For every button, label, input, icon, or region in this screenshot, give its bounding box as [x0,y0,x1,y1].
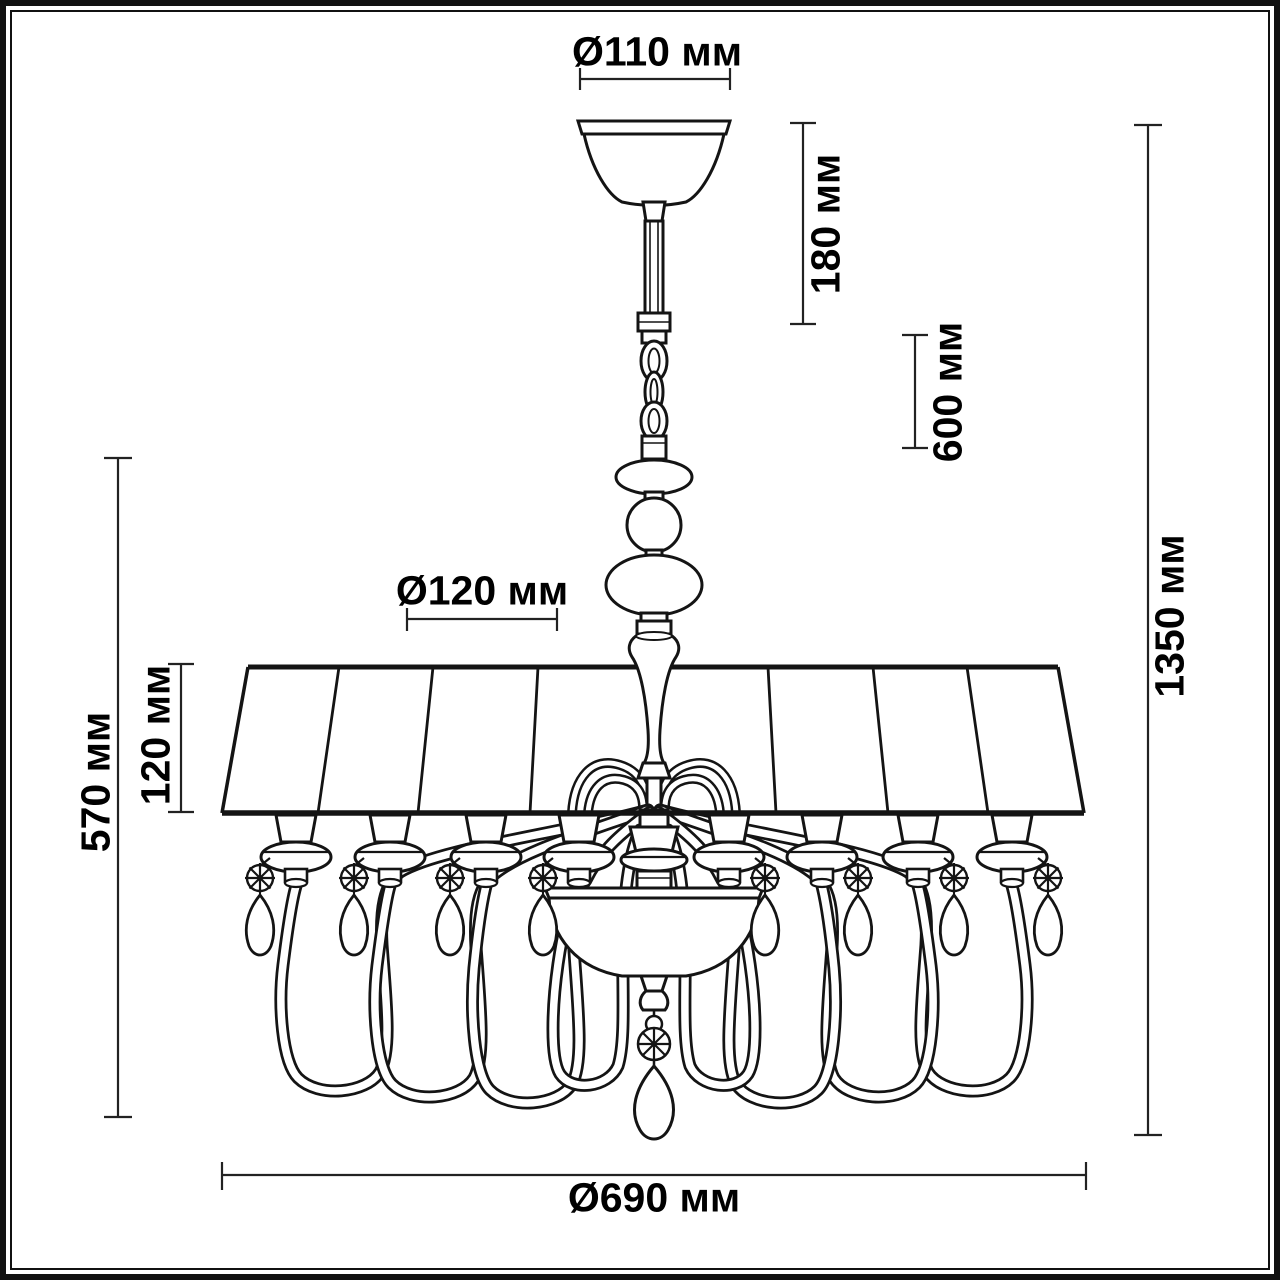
dimension-label-shade-top-diameter: Ø120 мм [395,567,569,614]
ceiling-canopy [575,119,733,136]
centre-bobeche [619,847,689,873]
suspension-rod [643,219,665,315]
dimension-label-overall-diameter: Ø690 мм [567,1174,741,1221]
suspension-and-column [575,119,733,814]
dimension-label-chain-section: 600 мм [924,321,971,463]
candle-unit [527,813,616,957]
shade-pleat-lines [316,666,990,814]
dimension-line-shade-height [168,662,194,814]
baluster-vase [627,634,681,765]
layer-arcs [567,758,741,818]
baluster-flat-ball [604,553,704,617]
candle-unit [244,813,333,957]
dimension-label-top-suspension: 180 мм [802,153,849,295]
candle-unit [975,813,1064,957]
candle-unit [434,813,523,957]
dimension-line-top-suspension [790,121,816,326]
chain-links [639,339,669,442]
canopy-bell [582,132,726,207]
baluster-ball [625,496,683,554]
candle-unit [785,813,874,957]
chain-socket [640,434,668,461]
candle-unit [338,813,427,957]
centre-finial [633,974,675,1141]
dimension-line-shade-top-diameter [405,608,559,631]
dimension-line-overall-height [1134,123,1162,1137]
centre-bowl-assembly [542,808,766,978]
dimension-line-canopy-diameter [578,68,732,90]
finial-knob [638,989,670,1012]
dimension-line-body-height [104,456,132,1119]
candle-unit [692,813,781,957]
dimension-line-overall-diameter [220,1162,1088,1190]
layer-units [244,813,1064,957]
dimension-label-shade-height: 120 мм [132,664,179,806]
dimension-label-canopy-diameter: Ø110 мм [571,28,743,75]
dimension-label-body-height: 570 мм [72,711,119,853]
baluster-disc [614,458,694,496]
glass-baluster-stack [604,458,704,814]
dimension-line-chain-section [902,333,928,450]
candle-unit [881,813,970,957]
finial-teardrop-crystal [633,1063,675,1141]
dimension-label-overall-height: 1350 мм [1146,534,1193,698]
canopy-connector [641,200,667,223]
dimension-lines [104,68,1162,1190]
